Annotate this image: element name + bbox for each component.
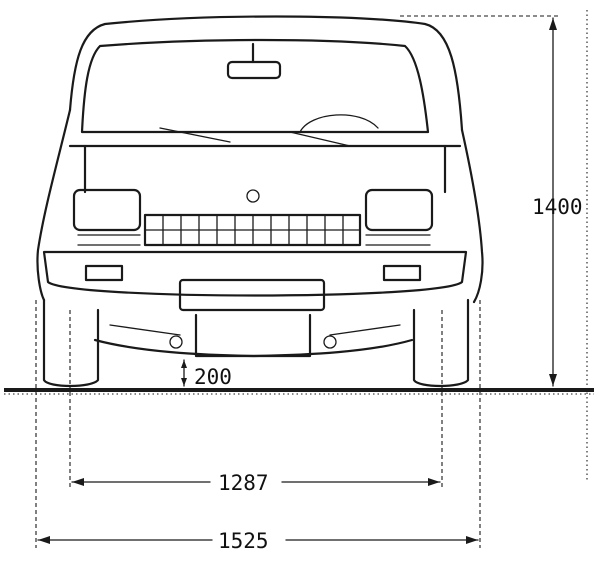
width-label: 1525 [218,529,269,553]
right-wheel [412,298,470,388]
track-dimension: 1287 [69,392,443,495]
track-label: 1287 [218,471,269,495]
clearance-label: 200 [194,365,232,389]
clearance-dimension: 200 [181,359,232,389]
height-dimension: 1400 [400,10,588,480]
ground-line [4,388,594,395]
width-dimension: 1525 [35,300,481,553]
car-body [36,15,484,358]
height-label: 1400 [532,195,583,219]
left-wheel [42,298,100,388]
